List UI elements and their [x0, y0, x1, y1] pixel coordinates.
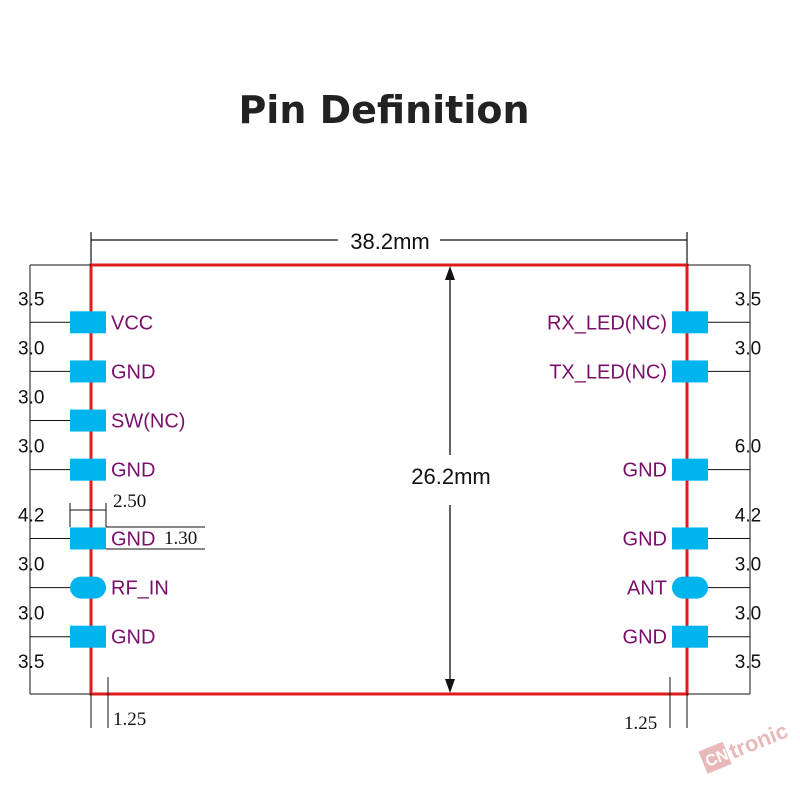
right-pin-label: TX_LED(NC) — [549, 361, 667, 383]
right-pins: RX_LED(NC) TX_LED(NC) GND GND ANT GND — [547, 311, 708, 649]
arrow-down-icon — [445, 679, 455, 693]
left-pin-pad — [70, 527, 106, 550]
left-pin-pad — [70, 311, 106, 334]
logo-text: tronic — [725, 718, 791, 764]
right-spacing-label: 3.0 — [735, 604, 761, 625]
right-spacing-labels: 3.5 3.0 6.0 4.2 3.0 3.0 3.5 — [735, 289, 761, 673]
right-spacing-guide — [687, 264, 751, 695]
left-spacing-labels: 3.5 3.0 3.0 3.0 4.2 3.0 3.0 3.5 — [18, 289, 44, 673]
right-pin-pad — [672, 527, 708, 550]
logo-mark-icon — [698, 741, 732, 774]
right-pin-label: GND — [623, 460, 667, 482]
pad-width-label: 2.50 — [113, 491, 146, 512]
right-spacing-label: 3.5 — [735, 289, 761, 310]
left-pin-label: GND — [111, 460, 155, 482]
brand-logo: CN tronic — [698, 718, 791, 774]
left-spacing-label: 3.0 — [18, 388, 44, 409]
page-title: Pin Definition — [238, 88, 529, 132]
left-spacing-label: 3.0 — [18, 604, 44, 625]
arrow-up-icon — [445, 266, 455, 280]
left-spacing-label: 3.0 — [18, 555, 44, 576]
right-pin-pad — [672, 458, 708, 481]
left-pin-pad — [70, 360, 106, 383]
left-pin-ticks — [30, 321, 71, 638]
left-pins: VCC GND SW(NC) GND GND RF_IN GND — [70, 311, 185, 649]
left-pin-label: RF_IN — [111, 578, 169, 600]
left-pin-label: GND — [111, 528, 155, 550]
left-pin-pad — [70, 458, 106, 481]
right-spacing-label: 3.5 — [735, 652, 761, 673]
left-spacing-label: 3.5 — [18, 652, 44, 673]
right-pin-label: RX_LED(NC) — [547, 312, 667, 334]
edge-offset-right-label: 1.25 — [624, 713, 657, 734]
left-spacing-label: 3.0 — [18, 338, 44, 359]
left-pin-label: VCC — [111, 312, 153, 334]
left-spacing-label: 3.5 — [18, 289, 44, 310]
left-pin-label: SW(NC) — [111, 411, 185, 433]
right-pin-label: GND — [623, 528, 667, 550]
pad-height-label: 1.30 — [164, 528, 197, 549]
left-spacing-label: 4.2 — [18, 505, 44, 526]
left-pin-pad — [70, 409, 106, 432]
edge-offset-left-label: 1.25 — [113, 709, 146, 730]
right-pin-pad — [672, 311, 708, 334]
height-dimension — [445, 266, 455, 693]
right-pin-pad-oval — [672, 576, 708, 599]
right-pin-pad — [672, 625, 708, 648]
left-pin-label: GND — [111, 627, 155, 649]
pad-dimension — [69, 503, 205, 550]
left-spacing-label: 3.0 — [18, 437, 44, 458]
right-spacing-label: 3.0 — [735, 555, 761, 576]
width-dimension — [90, 232, 688, 265]
edge-offset-dimensions — [90, 677, 688, 728]
width-label: 38.2mm — [350, 229, 429, 254]
left-pin-pad — [70, 625, 106, 648]
right-spacing-label: 4.2 — [735, 505, 761, 526]
right-pin-label: ANT — [627, 578, 667, 600]
left-pin-label: GND — [111, 361, 155, 383]
right-pin-pad — [672, 360, 708, 383]
left-pin-pad-oval — [70, 576, 106, 599]
height-label: 26.2mm — [411, 464, 490, 489]
right-pin-label: GND — [623, 627, 667, 649]
right-spacing-label: 6.0 — [735, 437, 761, 458]
right-spacing-label: 3.0 — [735, 338, 761, 359]
left-spacing-guide — [29, 264, 91, 695]
